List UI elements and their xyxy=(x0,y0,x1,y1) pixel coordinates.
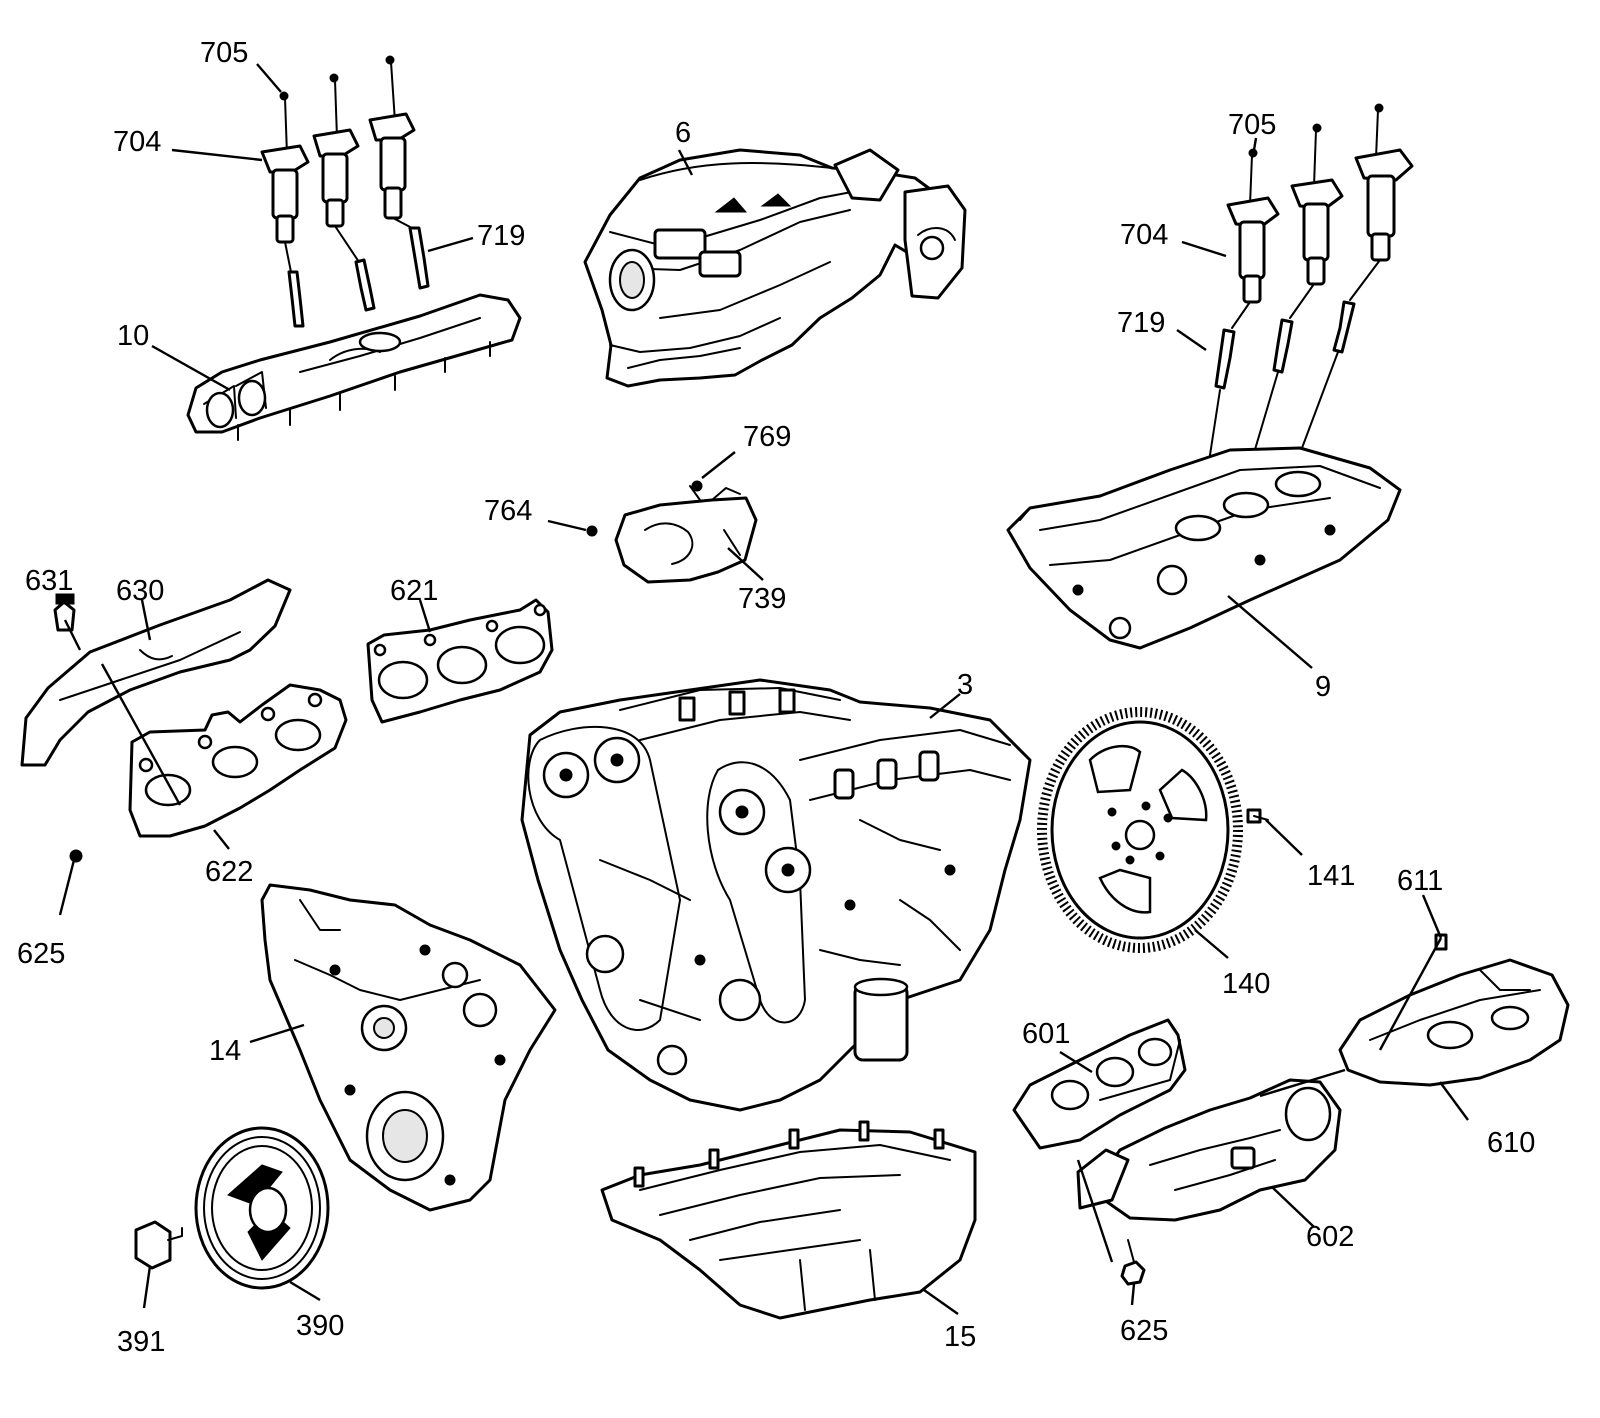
flexplate xyxy=(1037,707,1243,953)
exhaust-manifold-gasket xyxy=(366,598,554,724)
callout-611: 611 xyxy=(1397,865,1443,897)
callout-705-right: 705 xyxy=(1228,109,1276,141)
callout-140: 140 xyxy=(1222,968,1270,1000)
crankshaft-balancer xyxy=(194,1126,330,1290)
right-exhaust-manifold xyxy=(1076,1078,1342,1222)
callout-3: 3 xyxy=(957,669,973,701)
callout-705-left: 705 xyxy=(200,37,248,69)
engine-front-cover xyxy=(260,883,557,1212)
callout-141: 141 xyxy=(1307,860,1355,892)
left-camshaft-cover xyxy=(186,293,522,441)
engine-block-assembly xyxy=(520,678,1032,1112)
callout-14: 14 xyxy=(209,1035,241,1067)
left-ignition-coil-assembly xyxy=(260,55,430,328)
callout-719-left: 719 xyxy=(477,220,525,252)
callout-601: 601 xyxy=(1022,1018,1070,1050)
callout-719-right: 719 xyxy=(1117,307,1165,339)
callout-631: 631 xyxy=(25,565,73,597)
callout-9: 9 xyxy=(1315,671,1331,703)
callout-704-left: 704 xyxy=(113,126,161,158)
callout-labels: 705 704 719 10 6 705 704 719 769 764 739… xyxy=(17,37,1535,1358)
oil-pan xyxy=(600,1120,977,1320)
callout-610: 610 xyxy=(1487,1127,1535,1159)
crankshaft-balancer-bolt xyxy=(134,1220,183,1270)
callout-390: 390 xyxy=(296,1310,344,1342)
callout-625-right: 625 xyxy=(1120,1315,1168,1347)
left-exhaust-heat-shield xyxy=(20,578,292,767)
right-camshaft-cover xyxy=(1006,446,1402,650)
callout-630: 630 xyxy=(116,575,164,607)
callout-391: 391 xyxy=(117,1326,165,1358)
upper-intake-manifold xyxy=(583,148,967,388)
bracket-assembly xyxy=(586,480,758,584)
right-exhaust-heat-shield xyxy=(1338,933,1570,1087)
callout-602: 602 xyxy=(1306,1221,1354,1253)
right-exhaust-gasket xyxy=(1012,1018,1187,1150)
callout-leaders xyxy=(58,63,1469,1315)
right-manifold-bolt xyxy=(1120,1239,1146,1286)
callout-10: 10 xyxy=(117,320,149,352)
callout-739: 739 xyxy=(738,583,786,615)
callout-764: 764 xyxy=(484,495,532,527)
flexplate-bolt xyxy=(1246,808,1269,824)
left-exhaust-manifold xyxy=(69,683,348,863)
callout-15: 15 xyxy=(944,1321,976,1353)
right-ignition-coil-assembly xyxy=(1199,103,1414,521)
callout-6: 6 xyxy=(675,117,691,149)
callout-769: 769 xyxy=(743,421,791,453)
callout-622: 622 xyxy=(205,856,253,888)
callout-621: 621 xyxy=(390,575,438,607)
callout-704-right: 704 xyxy=(1120,219,1168,251)
callout-625-left: 625 xyxy=(17,938,65,970)
